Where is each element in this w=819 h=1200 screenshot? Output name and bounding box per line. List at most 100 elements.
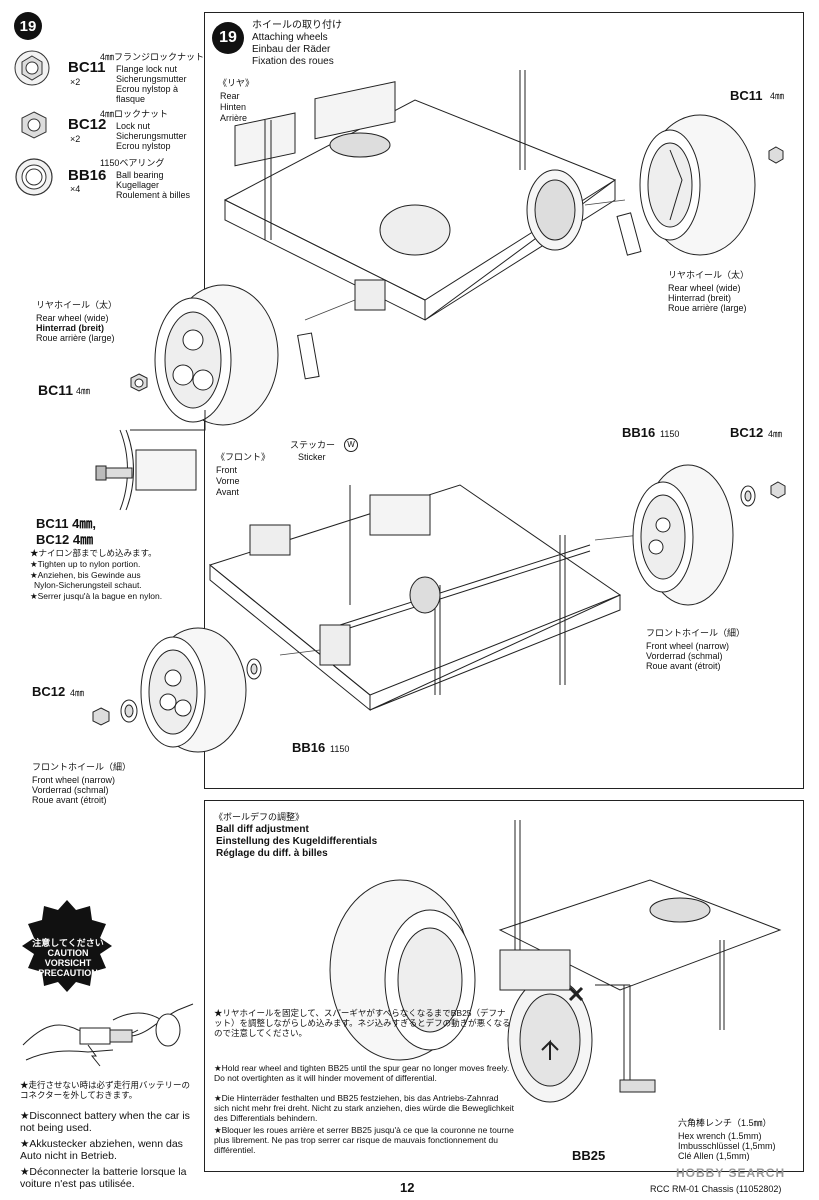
disconnect-connector-illustration xyxy=(22,1003,194,1067)
rear-left-wheel-en: Rear wheel (wide) xyxy=(36,313,109,323)
rear-label-de: Hinten xyxy=(220,102,247,112)
sticker-label-ja: ステッカー xyxy=(290,440,336,450)
part-fr-bb16: Roulement à billes xyxy=(116,190,191,200)
rear-left-wheel-fr: Roue arrière (large) xyxy=(36,333,115,343)
caution-badge-icon xyxy=(22,900,112,992)
ball-diff-title-en: Ball diff adjustment xyxy=(216,824,309,835)
hex-wrench-fr: Clé Allen (1,5mm) xyxy=(678,1151,750,1161)
nylon-note-de1: ★Anziehen, bis Gewinde aus xyxy=(30,570,141,580)
part-en-bc11: Flange lock nut xyxy=(116,64,178,74)
step19-title-de: Einbau der Räder xyxy=(252,44,331,55)
part-ja-bc11: 4㎜フランジロックナット xyxy=(100,52,205,62)
part-en-bb16: Ball bearing xyxy=(116,170,164,180)
flange-lock-nut-icon xyxy=(14,50,50,86)
front-label-en: Front xyxy=(216,465,238,475)
caution-note-fr: ★Déconnecter la batterie lorsque la voit… xyxy=(20,1166,187,1190)
front-left-wheel-de: Vorderrad (schmal) xyxy=(32,785,109,795)
caution-note-en: ★Disconnect battery when the car is not … xyxy=(20,1110,190,1134)
rear-chassis-illustration xyxy=(223,70,626,321)
left-step-number: 19 xyxy=(14,12,42,40)
rear-wheel-left-illustration xyxy=(154,284,279,426)
rear-label-ja: 《リヤ》 xyxy=(218,78,255,88)
page-number: 12 xyxy=(400,1180,415,1195)
bc11-nut-right-icon xyxy=(768,146,784,164)
front-wheel-left-illustration xyxy=(140,627,247,753)
lock-nut-icon xyxy=(21,111,47,139)
front-right-wheel-fr: Roue avant (étroit) xyxy=(646,661,721,671)
front-bc12-left-size: 4㎜ xyxy=(70,688,85,698)
step19-title-fr: Fixation des roues xyxy=(252,56,334,67)
part-qty-bc12: ×2 xyxy=(70,134,81,144)
ball-diff-note-de: ★Die Hinterräder festhalten und BB25 fes… xyxy=(214,1093,515,1123)
caution-ja: 注意してください xyxy=(32,938,104,948)
front-wheel-right-illustration xyxy=(632,464,734,606)
hex-wrench-ja: 六角棒レンチ（1.5㎜） xyxy=(678,1118,772,1128)
rear-label-en: Rear xyxy=(220,91,240,101)
front-right-wheel-en: Front wheel (narrow) xyxy=(646,641,730,651)
part-fr-bc12: Ecrou nylstop xyxy=(116,141,171,151)
rear-bc11-left-size: 4㎜ xyxy=(76,386,91,396)
front-label-de: Vorne xyxy=(216,476,240,486)
front-bc12-top-size: 4㎜ xyxy=(768,429,783,439)
front-bc11-label: BC11 4㎜, xyxy=(36,516,96,531)
part-code-bc11: BC11 xyxy=(68,59,106,76)
nylon-note-ja: ★ナイロン部までしめ込みます。 xyxy=(30,548,157,558)
ball-diff-panel xyxy=(204,800,804,1172)
grease-tube-left-icon xyxy=(297,332,320,380)
front-left-wheel-fr: Roue avant (étroit) xyxy=(32,795,107,805)
rear-wheel-right-illustration xyxy=(639,114,756,256)
caution-fr: PRECAUTION xyxy=(38,968,98,978)
ball-diff-title-de: Einstellung des Kugeldifferentials xyxy=(216,836,378,847)
rear-front-divider xyxy=(130,410,206,431)
nut-cross-section-illustration xyxy=(95,429,197,511)
rear-right-wheel-de: Hinterrad (breit) xyxy=(668,293,732,303)
hex-wrench-en: Hex wrench (1.5mm) xyxy=(678,1131,762,1141)
rear-left-wheel-ja: リヤホイール（太） xyxy=(36,300,118,310)
step19-title-en: Attaching wheels xyxy=(252,32,328,43)
rear-left-wheel-de: Hinterrad (breit) xyxy=(36,323,105,333)
bc11-nut-left-icon xyxy=(130,373,148,392)
part-de-bb16: Kugellager xyxy=(116,180,160,190)
bb25-label: BB25 xyxy=(572,1148,606,1163)
front-bc12-left: BC12 xyxy=(32,684,66,699)
ball-diff-note-en: ★Hold rear wheel and tighten BB25 until … xyxy=(214,1063,510,1083)
front-bc12-label: BC12 4㎜ xyxy=(36,532,94,547)
front-right-wheel-ja: フロントホイール（細） xyxy=(646,628,746,638)
hex-wrench-de: Imbusschlüssel (1,5mm) xyxy=(678,1141,776,1151)
rear-bc11-left: BC11 xyxy=(38,382,74,398)
ball-diff-title-fr: Réglage du diff. à billes xyxy=(216,848,328,859)
bb16-bearing-top-icon xyxy=(740,485,756,507)
step19-number: 19 xyxy=(212,22,244,54)
front-bb16-top: BB16 xyxy=(622,425,656,440)
rear-label-fr: Arrière xyxy=(220,113,248,123)
front-bb16-top-size: 1150 xyxy=(660,429,680,439)
bc12-nut-top-icon xyxy=(770,481,786,499)
nylon-note-en: ★Tighten up to nylon portion. xyxy=(30,559,141,569)
chassis-code: RCC RM-01 Chassis (11052802) xyxy=(650,1184,782,1194)
front-label-fr: Avant xyxy=(216,487,239,497)
caution-note-ja: ★走行させない時は必ず走行用バッテリーのコネクターを外しておきます。 xyxy=(20,1080,191,1100)
rear-bc11-right: BC11 xyxy=(730,88,763,103)
ball-diff-chassis-illustration xyxy=(329,820,782,1103)
front-label-ja: 《フロント》 xyxy=(216,452,271,462)
part-qty-bc11: ×2 xyxy=(70,77,81,87)
ball-bearing-icon xyxy=(15,158,53,196)
ball-diff-note-ja: ★リヤホイールを固定して、スパーギヤがすべらなくなるまでBB25（デフナット）を… xyxy=(214,1008,511,1038)
part-ja-bb16: 1150ベアリング xyxy=(100,158,165,168)
part-code-bc12: BC12 xyxy=(68,116,107,133)
rear-right-wheel-en: Rear wheel (wide) xyxy=(668,283,741,293)
front-right-wheel-de: Vorderrad (schmal) xyxy=(646,651,723,661)
part-fr-bc11: Ecrou nylstop à flasque xyxy=(116,84,179,104)
ball-diff-note-fr: ★Bloquer les roues arrière et serrer BB2… xyxy=(214,1125,514,1155)
caution-note-de: ★Akkustecker abziehen, wenn das Auto nic… xyxy=(20,1138,183,1162)
step19-title-ja: ホイールの取り付け xyxy=(252,20,342,31)
front-chassis-illustration xyxy=(208,484,641,712)
part-code-bb16: BB16 xyxy=(68,167,107,184)
bb16-bearing-mid-icon xyxy=(246,658,262,680)
nylon-note-de2: Nylon-Sicherungsteil schaut. xyxy=(34,580,142,590)
rear-bc11-right-size: 4㎜ xyxy=(770,91,785,101)
bc12-nut-bottom-icon xyxy=(92,707,110,726)
front-left-wheel-ja: フロントホイール（細） xyxy=(32,762,132,772)
sticker-mark: W xyxy=(344,438,358,452)
grease-tube-right-icon xyxy=(616,212,642,256)
